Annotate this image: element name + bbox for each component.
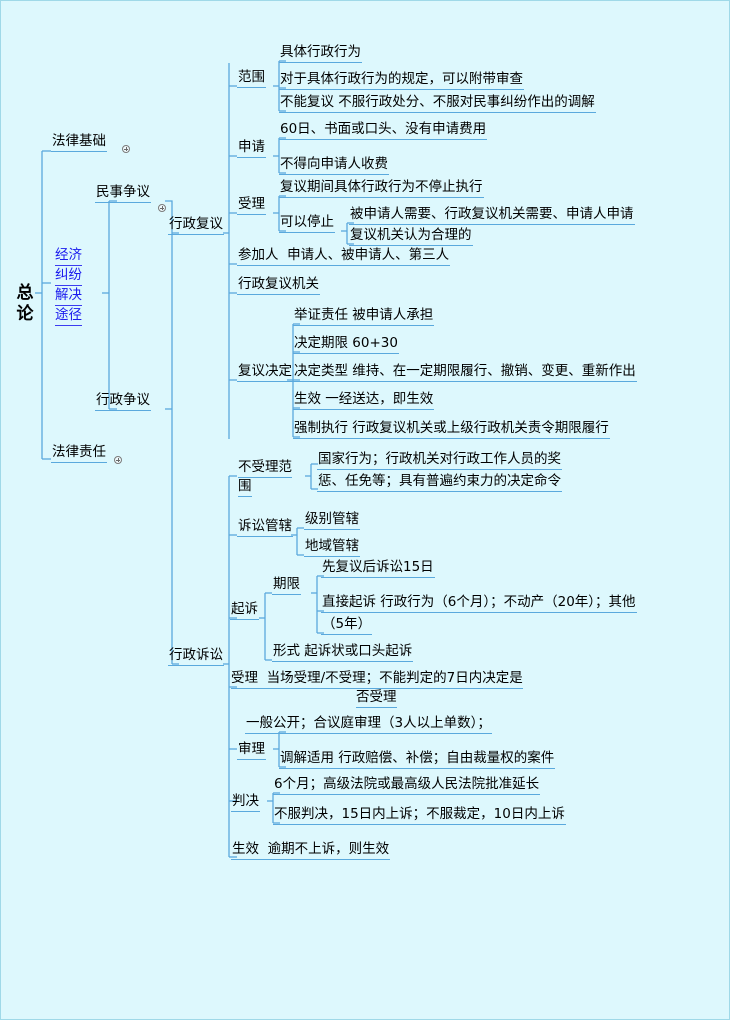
node-diyu-guanxia[interactable]: 地域管辖 xyxy=(304,538,360,557)
node-panjue-qixian[interactable]: 6个月；高级法院或最高级人民法院批准延长 xyxy=(273,776,541,795)
node-qisu[interactable]: 起诉 xyxy=(230,601,259,620)
link-line: 纠纷 xyxy=(55,266,82,286)
node-bushouli-item-1[interactable]: 国家行为；行政机关对行政工作人员的奖 xyxy=(317,451,562,470)
node-xingzheng-fuyi-jiguan[interactable]: 行政复议机关 xyxy=(237,276,320,295)
node-susong-shengxiao[interactable]: 生效 逾期不上诉，则生效 xyxy=(231,841,391,860)
node-jibie-guanxia[interactable]: 级别管辖 xyxy=(304,511,360,530)
node-susong-guanxia[interactable]: 诉讼管辖 xyxy=(237,518,293,537)
node-qisu-xingshi[interactable]: 形式 起诉状或口头起诉 xyxy=(272,643,414,662)
link-line: 经济 xyxy=(55,246,82,266)
node-shenli[interactable]: 审理 xyxy=(237,741,266,760)
node-buneng-fuyi[interactable]: 不能复议 不服行政处分、不服对民事纠纷作出的调解 xyxy=(279,94,596,113)
canjiaren-value: 申请人、被申请人、第三人 xyxy=(287,247,450,263)
node-fuyi-jueding[interactable]: 复议决定 xyxy=(237,363,293,382)
node-falv-zeren[interactable]: 法律责任 xyxy=(51,444,107,463)
node-minshi-zhengyi[interactable]: 民事争议 xyxy=(95,184,151,203)
node-bushouli-fanwei[interactable]: 不受理范 围 xyxy=(237,459,311,498)
label-line: 围 xyxy=(238,478,252,497)
node-falv-jichu[interactable]: 法律基础 xyxy=(51,133,107,152)
node-xianfuyi-housusong[interactable]: 先复议后诉讼15日 xyxy=(321,559,435,578)
node-budexiangshenqingrenshoufei[interactable]: 不得向申请人收费 xyxy=(279,156,389,175)
shouli-label: 受理 xyxy=(231,670,258,686)
expander-plus-icon-falv-zeren[interactable] xyxy=(114,456,122,464)
node-juti-xingzheng-xingwei[interactable]: 具体行政行为 xyxy=(279,44,362,63)
node-shouli-fuyi[interactable]: 受理 xyxy=(237,196,266,215)
node-shangsu-qixian[interactable]: 不服判决，15日内上诉；不服裁定，10日内上诉 xyxy=(273,806,566,825)
node-fudai-shencha[interactable]: 对于具体行政行为的规定，可以附带审查 xyxy=(279,71,524,90)
node-xingzheng-fuyi[interactable]: 行政复议 xyxy=(168,216,224,235)
node-jueding-leixing[interactable]: 决定类型 维持、在一定期限履行、撤销、变更、重新作出 xyxy=(293,363,637,382)
shouli-value-1: 当场受理/不受理；不能判定的7日内决定是 xyxy=(266,670,523,686)
node-jueding-qixian[interactable]: 决定期限 60+30 xyxy=(293,335,399,354)
link-line: 途径 xyxy=(55,306,82,326)
node-buting-zhixing[interactable]: 复议期间具体行政行为不停止执行 xyxy=(279,179,484,198)
node-canjiaren[interactable]: 参加人 申请人、被申请人、第三人 xyxy=(237,247,451,266)
node-jingji-jiufen-jiejue-tujing[interactable]: 经济 纠纷 解决 途径 xyxy=(54,246,102,327)
node-panjue[interactable]: 判决 xyxy=(231,793,260,812)
node-tingzhi-qingxing-1[interactable]: 被申请人需要、行政复议机关需要、申请人申请 xyxy=(349,206,635,225)
canjiaren-label: 参加人 xyxy=(238,247,279,263)
node-zhijie-qisu-line2[interactable]: （5年） xyxy=(321,616,373,635)
shengxiao-value: 逾期不上诉，则生效 xyxy=(267,841,390,857)
node-tingzhi-qingxing-2[interactable]: 复议机关认为合理的 xyxy=(349,227,473,246)
node-yiban-gongkai[interactable]: 一般公开；合议庭审理（3人以上单数）； xyxy=(245,715,492,734)
node-keyi-tingzhi[interactable]: 可以停止 xyxy=(279,214,335,233)
node-xingzheng-zhengyi[interactable]: 行政争议 xyxy=(95,392,151,411)
expander-plus-icon-falv-jichu[interactable] xyxy=(122,145,130,153)
node-qisu-qixian[interactable]: 期限 xyxy=(272,576,301,595)
node-qiangzhi-zhixing[interactable]: 强制执行 行政复议机关或上级行政机关责令期限履行 xyxy=(293,420,610,439)
link-line: 解决 xyxy=(55,286,82,306)
node-bushouli-item-2[interactable]: 惩、任免等；具有普遍约束力的决定命令 xyxy=(317,473,562,492)
shouli-line: 否受理 xyxy=(356,689,397,708)
node-zhijie-qisu-line1[interactable]: 直接起诉 行政行为（6个月）；不动产（20年）；其他 xyxy=(321,594,637,613)
node-xingzheng-susong[interactable]: 行政诉讼 xyxy=(168,647,224,666)
node-susong-shouli[interactable]: 受理 当场受理/不受理；不能判定的7日内决定是 否受理 xyxy=(230,670,572,709)
shouli-line: 受理 当场受理/不受理；不能判定的7日内决定是 xyxy=(231,670,523,689)
node-tiaojie-shiyong[interactable]: 调解适用 行政赔偿、补偿；自由裁量权的案件 xyxy=(279,750,556,769)
root-node-zonglun[interactable]: 总论 xyxy=(16,283,34,324)
shengxiao-label: 生效 xyxy=(232,841,259,857)
node-shenqing[interactable]: 申请 xyxy=(237,139,266,158)
node-juzheng-zeren[interactable]: 举证责任 被申请人承担 xyxy=(293,307,435,326)
node-jueding-shengxiao[interactable]: 生效 一经送达，即生效 xyxy=(293,391,435,410)
expander-plus-icon-minshi-zhengyi[interactable] xyxy=(158,204,166,212)
node-shenqing-tiaojian[interactable]: 60日、书面或口头、没有申请费用 xyxy=(279,121,488,140)
label-line: 不受理范 xyxy=(238,459,292,478)
node-fanwei[interactable]: 范围 xyxy=(237,69,266,88)
